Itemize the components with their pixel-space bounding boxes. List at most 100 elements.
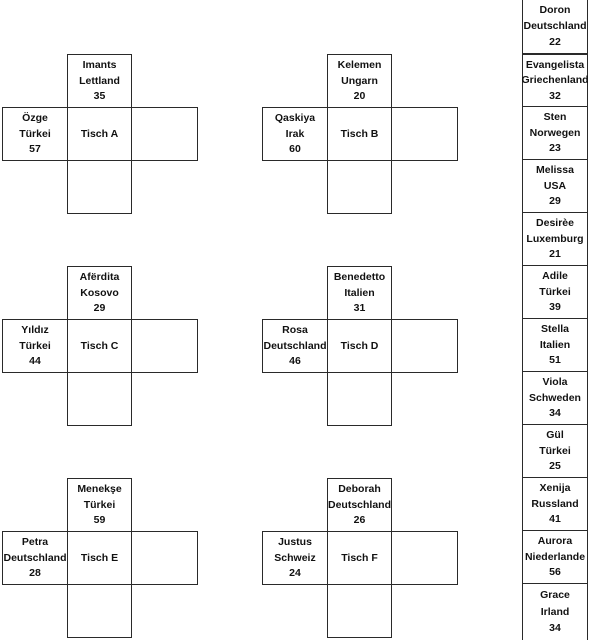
guest-name: Adile (542, 270, 568, 283)
waiting-list-item[interactable]: Stella Italien 51 (522, 319, 588, 372)
guest-country: Irak (285, 127, 305, 140)
guest-age: 31 (353, 302, 366, 315)
seat-left[interactable]: Yıldız Türkei 44 (2, 319, 68, 373)
guest-name: Deborah (338, 483, 381, 496)
guest-age: 41 (549, 513, 561, 526)
guest-name: Özge (22, 112, 48, 125)
seat-right[interactable] (131, 531, 198, 585)
waiting-list-item[interactable]: Doron Deutschland 22 (522, 0, 588, 54)
seat-top[interactable]: Afërdita Kosovo 29 (67, 266, 132, 320)
table-center: Tisch F (327, 531, 392, 585)
table-center: Tisch B (327, 107, 392, 161)
guest-name: Melissa (536, 164, 574, 177)
table-center: Tisch C (67, 319, 132, 373)
guest-name: Aurora (537, 535, 573, 548)
guest-name: Gül (546, 429, 564, 442)
waiting-list-item[interactable]: Gül Türkei 25 (522, 425, 588, 478)
waiting-list-item[interactable]: Sten Norwegen 23 (522, 107, 588, 160)
seat-bottom[interactable] (67, 372, 132, 426)
guest-age: 51 (549, 354, 561, 367)
guest-name: Yıldız (21, 324, 49, 337)
guest-age: 57 (29, 143, 41, 156)
guest-country: Deutschland (3, 551, 67, 564)
guest-age: 35 (93, 90, 106, 103)
waiting-list-item[interactable]: Grace Irland 34 (522, 584, 588, 640)
guest-name: Rosa (282, 324, 308, 337)
guest-age: 28 (29, 567, 41, 580)
guest-name: Evangelista (525, 58, 585, 71)
guest-country: Ungarn (341, 74, 378, 87)
seat-top[interactable]: Imants Lettland 35 (67, 54, 132, 108)
guest-age: 60 (289, 143, 301, 156)
seat-top[interactable]: Deborah Deutschland 26 (327, 478, 392, 532)
waiting-list-item[interactable]: Viola Schweden 34 (522, 372, 588, 425)
seat-right[interactable] (391, 531, 458, 585)
table-label: Tisch B (340, 127, 379, 140)
guest-age: 26 (353, 514, 366, 527)
seat-left[interactable]: Petra Deutschland 28 (2, 531, 68, 585)
seat-bottom[interactable] (327, 584, 392, 638)
guest-name: Viola (542, 376, 568, 389)
waiting-list-item[interactable]: Desirèe Luxemburg 21 (522, 213, 588, 266)
table-label: Tisch E (80, 551, 119, 564)
table-center: Tisch D (327, 319, 392, 373)
guest-country: Luxemburg (526, 232, 584, 245)
guest-country: Deutschland (328, 498, 392, 511)
guest-country: Kosovo (80, 286, 119, 299)
guest-country: Griechenland (521, 74, 589, 87)
guest-country: Irland (540, 605, 570, 618)
guest-country: Deutschland (523, 20, 587, 33)
table-label: Tisch A (80, 127, 119, 140)
guest-age: 29 (549, 195, 561, 208)
seat-top[interactable]: Kelemen Ungarn 20 (327, 54, 392, 108)
guest-age: 44 (29, 355, 41, 368)
guest-name: Sten (543, 111, 567, 124)
guest-age: 39 (549, 301, 561, 314)
guest-age: 56 (549, 566, 561, 579)
guest-name: Kelemen (337, 59, 382, 72)
guest-country: Lettland (79, 74, 120, 87)
seat-bottom[interactable] (67, 160, 132, 214)
seat-bottom[interactable] (327, 372, 392, 426)
waiting-list-item[interactable]: Evangelista Griechenland 32 (521, 54, 589, 107)
guest-country: Türkei (539, 444, 571, 457)
seat-left[interactable]: Rosa Deutschland 46 (262, 319, 328, 373)
guest-name: Doron (539, 4, 571, 17)
seat-right[interactable] (391, 319, 458, 373)
guest-name: Imants (82, 59, 117, 72)
guest-country: Niederlande (524, 550, 586, 563)
seat-left[interactable]: Qaskiya Irak 60 (262, 107, 328, 161)
waiting-list-item[interactable]: Aurora Niederlande 56 (522, 531, 588, 584)
guest-name: Petra (21, 536, 49, 549)
guest-name: Stella (540, 323, 569, 336)
table-center: Tisch A (67, 107, 132, 161)
waiting-list-item[interactable]: Xenija Russland 41 (522, 478, 588, 531)
waiting-list-item[interactable]: Adile Türkei 39 (522, 266, 588, 319)
seat-top[interactable]: Menekşe Türkei 59 (67, 478, 132, 532)
guest-country: Norwegen (529, 126, 581, 139)
table-label: Tisch C (80, 339, 119, 352)
guest-name: Benedetto (333, 271, 386, 284)
guest-country: Türkei (19, 339, 51, 352)
seat-right[interactable] (131, 107, 198, 161)
guest-age: 34 (549, 622, 561, 635)
seat-bottom[interactable] (67, 584, 132, 638)
seat-left[interactable]: Justus Schweiz 24 (262, 531, 328, 585)
guest-age: 29 (93, 302, 106, 315)
guest-country: Schweden (529, 391, 581, 404)
seat-right[interactable] (131, 319, 198, 373)
seat-top[interactable]: Benedetto Italien 31 (327, 266, 392, 320)
guest-age: 46 (289, 355, 301, 368)
guest-country: Italien (344, 286, 375, 299)
guest-age: 32 (549, 89, 561, 102)
guest-name: Desirèe (536, 217, 574, 230)
guest-name: Grace (540, 589, 570, 602)
guest-age: 20 (353, 90, 366, 103)
seat-bottom[interactable] (327, 160, 392, 214)
waiting-list-item[interactable]: Melissa USA 29 (522, 160, 588, 213)
seat-right[interactable] (391, 107, 458, 161)
guest-age: 23 (549, 142, 561, 155)
guest-country: Italien (539, 338, 571, 351)
seat-left[interactable]: Özge Türkei 57 (2, 107, 68, 161)
guest-age: 25 (549, 460, 561, 473)
